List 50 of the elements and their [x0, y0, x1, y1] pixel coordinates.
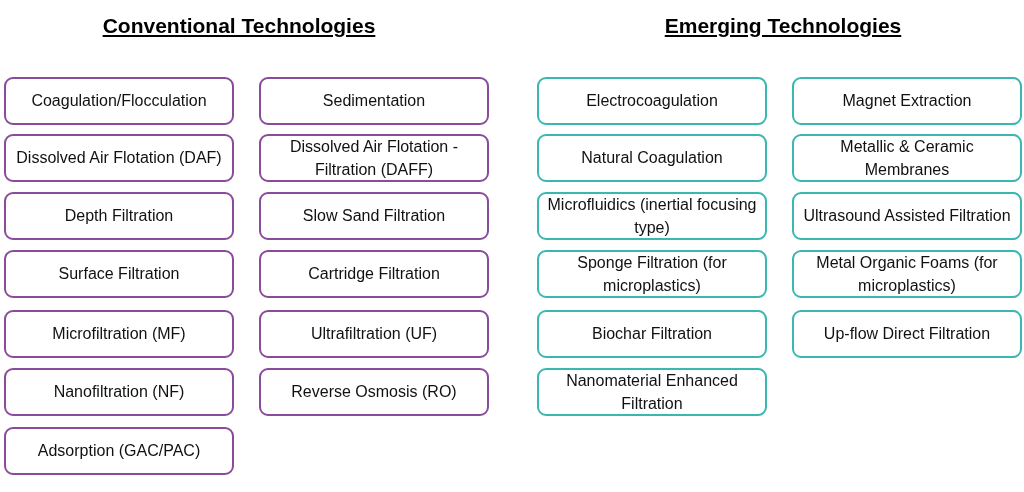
- technology-name: Magnet Extraction: [841, 91, 973, 112]
- section-heading: Emerging Technologies: [664, 14, 902, 38]
- technology-box: [792, 250, 1022, 298]
- technology-box: [4, 192, 234, 240]
- technology-name: Reverse Osmosis (RO): [290, 382, 458, 403]
- technology-box: [537, 134, 767, 182]
- technology-name: Surface Filtration: [57, 264, 181, 285]
- technology-name: Nanofiltration (NF): [52, 382, 186, 403]
- technology-box: [792, 310, 1022, 358]
- technology-box: [259, 77, 489, 125]
- technology-box: [537, 250, 767, 298]
- technology-box: [537, 77, 767, 125]
- technology-box: [537, 310, 767, 358]
- technology-box: [259, 368, 489, 416]
- technology-box: [259, 192, 489, 240]
- technology-box: [4, 368, 234, 416]
- technology-name: Coagulation/Flocculation: [30, 91, 208, 112]
- technology-name: Metal Organic Foams (for microplastics): [815, 252, 999, 296]
- technology-box: [792, 192, 1022, 240]
- technology-box: [4, 427, 234, 475]
- technology-box: [792, 134, 1022, 182]
- technology-name: Electrocoagulation: [585, 91, 719, 112]
- technology-name: Depth Filtration: [63, 206, 175, 227]
- technology-name: Natural Coagulation: [580, 148, 724, 169]
- technology-box: [537, 192, 767, 240]
- technology-name: Dissolved Air Flotation - Filtration (DAFF): [288, 136, 460, 180]
- technology-box: [4, 134, 234, 182]
- technology-name: Metallic & Ceramic Membranes: [839, 136, 975, 180]
- technology-name: Adsorption (GAC/PAC): [36, 441, 202, 462]
- technology-name: Biochar Filtration: [590, 324, 713, 345]
- technology-box: [4, 310, 234, 358]
- technology-name: Ultrasound Assisted Filtration: [802, 206, 1012, 227]
- technology-box: [4, 77, 234, 125]
- technology-name: Slow Sand Filtration: [301, 206, 447, 227]
- technology-name: Ultrafiltration (UF): [309, 324, 439, 345]
- technology-name: Up-flow Direct Filtration: [822, 324, 992, 345]
- technology-name: Microfiltration (MF): [51, 324, 187, 345]
- technology-box: [537, 368, 767, 416]
- technology-box: [792, 77, 1022, 125]
- technology-box: [259, 250, 489, 298]
- technology-name: Sponge Filtration (for microplastics): [576, 252, 728, 296]
- technology-name: Dissolved Air Flotation (DAF): [15, 148, 223, 169]
- technology-name: Nanomaterial Enhanced Filtration: [565, 370, 739, 414]
- technology-name: Sedimentation: [321, 91, 427, 112]
- technology-box: [259, 134, 489, 182]
- technology-name: Cartridge Filtration: [307, 264, 441, 285]
- technology-box: [259, 310, 489, 358]
- section-heading: Conventional Technologies: [102, 14, 376, 38]
- technology-name: Microfluidics (inertial focusing type): [546, 194, 758, 238]
- technology-box: [4, 250, 234, 298]
